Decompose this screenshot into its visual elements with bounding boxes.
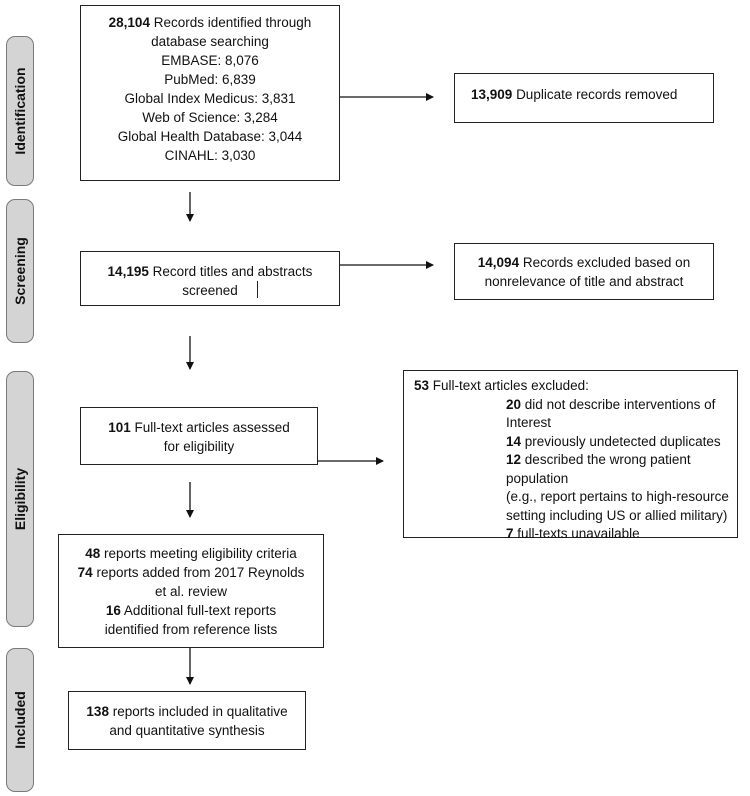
- records-identified-box: 28,104 Records identified through databa…: [80, 5, 340, 181]
- excluded-full-label: Full-text articles excluded:: [432, 378, 589, 393]
- identified-count: 28,104: [108, 15, 150, 30]
- reason-text: full-texts unavailable: [517, 526, 640, 541]
- identified-label-2: database searching: [151, 34, 269, 49]
- source-item: CINAHL: 3,030: [164, 148, 256, 163]
- phase-included: Included: [6, 648, 34, 792]
- phase-eligibility: Eligibility: [6, 371, 34, 627]
- duplicates-label: Duplicate records removed: [516, 87, 678, 102]
- screened-label: Record titles and abstracts: [152, 264, 313, 279]
- source-item: PubMed: 6,839: [164, 72, 256, 87]
- included-count: 138: [86, 704, 109, 719]
- exclusion-reason: 14 previously undetected duplicates: [414, 433, 737, 452]
- reason-count: 14: [506, 433, 522, 449]
- reason-text-cont: setting including US or allied military): [506, 507, 728, 523]
- eligible-text-cont: identified from reference lists: [104, 622, 278, 637]
- eligible-count: 48: [85, 546, 101, 561]
- excluded-screen-label-2: nonrelevance of title and abstract: [484, 274, 684, 289]
- assessed-count: 101: [108, 420, 131, 435]
- phase-identification: Identification: [6, 36, 34, 186]
- reason-count: 20: [506, 396, 522, 412]
- reason-text: previously undetected duplicates: [524, 433, 721, 449]
- source-item: EMBASE: 8,076: [161, 53, 259, 68]
- excluded-screening-box: 14,094 Records excluded based on nonrele…: [454, 243, 714, 300]
- source-item: Web of Science: 3,284: [142, 110, 278, 125]
- screened-count: 14,195: [107, 264, 149, 279]
- included-label-2: and quantitative synthesis: [109, 723, 265, 738]
- screened-box: 14,195 Record titles and abstracts scree…: [80, 251, 340, 306]
- duplicates-count: 13,909: [471, 87, 513, 102]
- assessed-box: 101 Full-text articles assessed for elig…: [80, 407, 318, 465]
- assessed-label: Full-text articles assessed: [134, 420, 290, 435]
- eligible-text: reports added from 2017 Reynolds: [96, 565, 305, 580]
- eligible-text-cont: et al. review: [154, 584, 228, 599]
- excluded-screen-count: 14,094: [477, 255, 520, 270]
- reason-count: 7: [506, 526, 514, 541]
- source-item: Global Health Database: 3,044: [117, 129, 303, 144]
- reason-count: 12: [506, 452, 522, 467]
- screened-label-2: screened: [182, 283, 238, 298]
- assessed-label-2: for eligibility: [163, 439, 235, 454]
- included-box: 138 reports included in qualitative and …: [68, 691, 306, 750]
- exclusion-reason: 7 full-texts unavailable: [414, 525, 737, 544]
- reason-text: did not describe interventions of: [524, 396, 716, 412]
- text-cursor: [257, 281, 258, 298]
- phase-screening: Screening: [6, 199, 34, 343]
- reason-text-cont: (e.g., report pertains to high-resource: [506, 489, 729, 504]
- eligible-count: 16: [105, 603, 121, 618]
- eligible-reports-box: 48 reports meeting eligibility criteria …: [58, 534, 324, 648]
- source-item: Global Index Medicus: 3,831: [124, 91, 296, 106]
- reason-text: described the wrong patient population: [506, 452, 691, 486]
- excluded-full-count: 53: [414, 378, 430, 393]
- included-label: reports included in qualitative: [112, 704, 288, 719]
- exclusion-reason: 12 described the wrong patient populatio…: [414, 451, 737, 488]
- exclusion-reason: 20 did not describe interventions of: [414, 396, 737, 415]
- duplicates-box: 13,909 Duplicate records removed: [454, 73, 714, 123]
- reason-text-cont: Interest: [506, 415, 552, 430]
- eligible-count: 74: [77, 565, 93, 580]
- eligible-text: reports meeting eligibility criteria: [103, 546, 297, 561]
- eligible-text: Additional full-text reports: [123, 603, 277, 618]
- fulltext-excluded-box: 53 Full-text articles excluded: 20 did n…: [403, 370, 738, 541]
- excluded-screen-label: Records excluded based on: [522, 255, 691, 270]
- identified-label: Records identified through: [153, 15, 312, 30]
